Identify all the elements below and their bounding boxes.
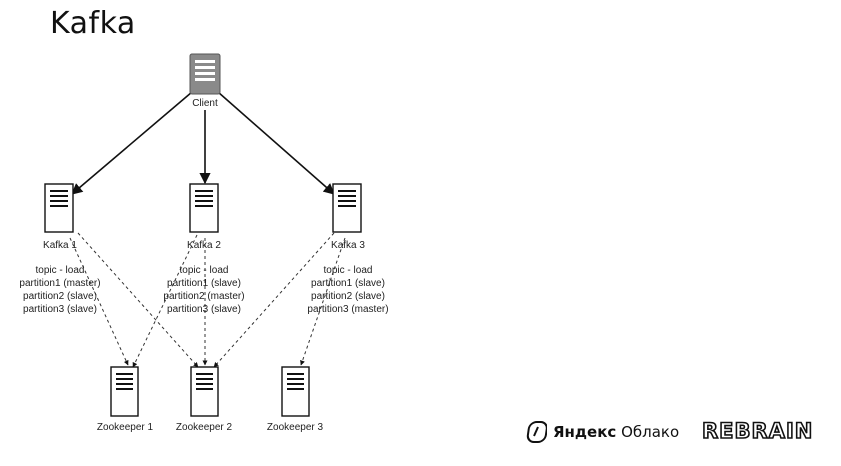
kafka3-partition1: partition1 (slave) bbox=[311, 278, 385, 289]
yandex-cloud-logo: Яндекс Облако bbox=[525, 417, 679, 447]
client-server-icon bbox=[189, 53, 221, 95]
zookeeper2-label: Zookeeper 2 bbox=[176, 422, 233, 433]
kafka3-label: Kafka 3 bbox=[331, 240, 365, 251]
kafka2-partition1: partition1 (slave) bbox=[167, 278, 241, 289]
edge-client-kafka1 bbox=[71, 91, 193, 195]
kafka2-partition3: partition3 (slave) bbox=[167, 304, 241, 315]
kafka3-server-icon bbox=[332, 183, 362, 233]
zookeeper1-label: Zookeeper 1 bbox=[97, 422, 154, 433]
kafka3-partition2: partition2 (slave) bbox=[311, 291, 385, 302]
edge-client-kafka3 bbox=[217, 91, 335, 195]
kafka2-server-icon bbox=[189, 183, 219, 233]
kafka1-server-icon bbox=[44, 183, 74, 233]
edge-kafka3-zk3 bbox=[300, 237, 346, 366]
kafka1-topic: topic - load bbox=[36, 265, 85, 276]
kafka1-partition2: partition2 (slave) bbox=[23, 291, 97, 302]
kafka1-label: Kafka 1 bbox=[43, 240, 77, 251]
kafka2-label: Kafka 2 bbox=[187, 240, 221, 251]
rebrain-logo: REBRAIN bbox=[701, 418, 814, 444]
zookeeper3-server-icon bbox=[281, 366, 310, 417]
yandex-logo-bold: Яндекс bbox=[553, 423, 617, 441]
yandex-cloud-icon bbox=[526, 421, 547, 443]
kafka1-partition1: partition1 (master) bbox=[19, 278, 100, 289]
zookeeper3-label: Zookeeper 3 bbox=[267, 422, 324, 433]
kafka3-partition3: partition3 (master) bbox=[307, 304, 388, 315]
slide-title: Kafka bbox=[50, 6, 136, 41]
kafka1-partition3: partition3 (slave) bbox=[23, 304, 97, 315]
kafka2-partition2: partition2 (master) bbox=[163, 291, 244, 302]
kafka3-topic: topic - load bbox=[324, 265, 373, 276]
edge-kafka1-zk1 bbox=[69, 237, 129, 366]
edge-kafka2-zk1 bbox=[132, 234, 198, 368]
zookeeper2-server-icon bbox=[190, 366, 219, 417]
kafka2-topic: topic - load bbox=[180, 265, 229, 276]
client-label: Client bbox=[192, 98, 218, 109]
zookeeper1-server-icon bbox=[110, 366, 139, 417]
yandex-logo-light: Облако bbox=[621, 423, 680, 441]
